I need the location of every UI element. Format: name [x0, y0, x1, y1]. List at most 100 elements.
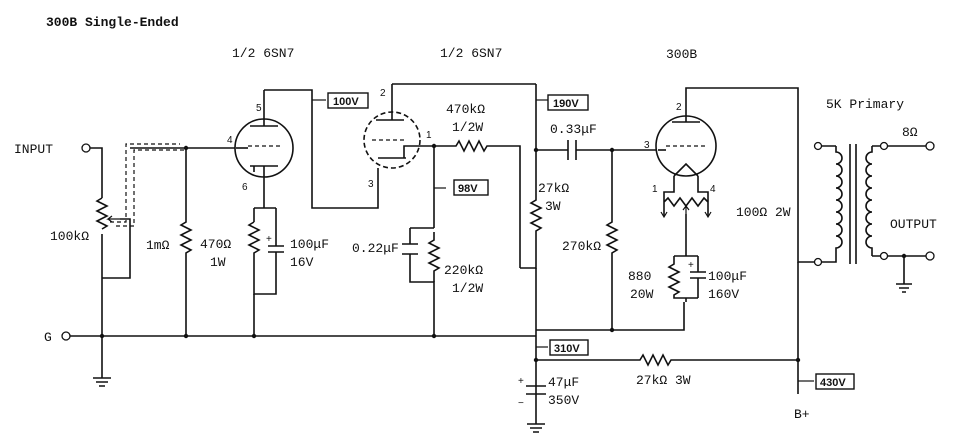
v2-res-value: 470kΩ — [446, 102, 485, 117]
shield-dash-2 — [116, 149, 186, 227]
pin-label: 3 — [368, 179, 374, 190]
drop-res-label: 27kΩ 3W — [636, 373, 691, 388]
filament-leads — [663, 176, 709, 202]
grid-leak-resistor — [605, 150, 619, 330]
v1-cathode-wiring — [253, 178, 277, 295]
voltage-v1-plate: 100V — [327, 92, 369, 109]
v2-cathode — [378, 145, 434, 159]
junction — [533, 147, 539, 153]
bplus-label: B+ — [794, 407, 810, 422]
ground-terminal[interactable] — [61, 331, 71, 341]
v3-filament — [673, 162, 699, 177]
grid-leak-label: 270kΩ — [562, 239, 601, 254]
pin-label: 5 — [256, 103, 262, 114]
cap-plus: + — [266, 234, 272, 245]
tube-v3 — [655, 115, 717, 177]
load-res-rating: 3W — [545, 199, 561, 214]
filament-arrows — [660, 211, 712, 219]
v3-cathode-rc — [667, 255, 706, 302]
pin-label: 1 — [652, 184, 658, 195]
pot-wiper-wire — [102, 218, 131, 279]
junction — [251, 333, 257, 339]
tube-v2-label: 1/2 6SN7 — [440, 46, 502, 61]
pin-label: 3 — [644, 140, 650, 151]
diagram-title: 300B Single-Ended — [46, 15, 179, 30]
v1-cath-cap-value: 100μF — [290, 237, 329, 252]
ground-symbol-2 — [527, 420, 545, 433]
voltage-v2-plate: 190V — [547, 94, 589, 111]
v1-cathode-cap — [268, 226, 284, 290]
svg-text:190V: 190V — [553, 98, 579, 110]
pin-label: 1 — [426, 130, 432, 141]
primary-terminal-top — [813, 141, 823, 151]
output-label: OUTPUT — [890, 217, 937, 232]
hum-pot-label: 100Ω 2W — [736, 205, 791, 220]
coupling-cap-label: 0.33μF — [550, 122, 597, 137]
grid-res-label: 1mΩ — [146, 238, 170, 253]
v1-cath-res-value: 470Ω — [200, 237, 231, 252]
load-resistor — [520, 84, 543, 269]
shield-dash-1 — [110, 143, 180, 223]
voltage-supply-high: 430V — [815, 373, 855, 390]
voltage-v2-cathode: 98V — [453, 179, 489, 196]
ground-rail — [70, 302, 685, 337]
speaker-impedance: 8Ω — [902, 125, 918, 140]
svg-text:430V: 430V — [820, 377, 846, 389]
v3-cath-cap-rating: 160V — [708, 287, 739, 302]
svg-text:100V: 100V — [333, 96, 359, 108]
transformer-label: 5K Primary — [826, 97, 904, 112]
input-terminal[interactable] — [81, 143, 91, 153]
v2-res-rating: 1/2W — [452, 120, 483, 135]
grid-resistor-1m — [179, 148, 193, 330]
svg-text:98V: 98V — [458, 183, 478, 195]
filter-cap — [526, 385, 546, 395]
v2-cathode-cap — [402, 243, 418, 255]
v2-plate — [376, 84, 404, 121]
v2-cath-cap-value: 0.22μF — [352, 241, 399, 256]
v1-plate — [250, 90, 278, 127]
voltage-supply-mid: 310V — [549, 339, 589, 356]
dropping-resistor — [536, 353, 798, 367]
v2-cath-res-value: 220kΩ — [444, 263, 483, 278]
pin-label: 2 — [380, 88, 386, 99]
tube-v3-label: 300B — [666, 47, 697, 62]
v1-cath-cap-rating: 16V — [290, 255, 314, 270]
secondary-winding — [865, 146, 873, 256]
v3-cath-res-value: 880 — [628, 269, 651, 284]
output-terminal-bottom[interactable] — [925, 251, 935, 261]
filter-cap-rating: 350V — [548, 393, 579, 408]
pot-wiper-arrow — [106, 215, 120, 223]
ground-symbol-3 — [896, 256, 912, 293]
output-terminal-top[interactable] — [925, 141, 935, 151]
secondary-tap-top — [879, 141, 889, 151]
secondary-tap-bottom — [879, 251, 889, 261]
v2-cath-res-rating: 1/2W — [452, 281, 483, 296]
junction — [609, 147, 615, 153]
cap-plus: + — [688, 260, 694, 271]
transformer-core — [849, 144, 857, 264]
pin-label: 4 — [710, 184, 716, 195]
cap-minus: − — [518, 398, 524, 409]
v3-cath-res-rating: 20W — [630, 287, 654, 302]
v2-cathode-wiring — [409, 146, 435, 336]
junction — [431, 333, 437, 339]
primary-terminal-bottom — [813, 257, 823, 267]
junction — [609, 327, 615, 333]
v1-plate-to-v2-grid — [264, 89, 379, 209]
v2-series-resistor — [434, 139, 521, 268]
pin-label: 2 — [676, 102, 682, 113]
cap-plus: + — [518, 376, 524, 387]
tube-v1-label: 1/2 6SN7 — [232, 46, 294, 61]
load-res-value: 27kΩ — [538, 181, 569, 196]
v1-cathode — [250, 165, 278, 178]
pot-label: 100kΩ — [50, 229, 89, 244]
secondary-leads — [872, 145, 926, 257]
v2-cathode-resistor — [427, 232, 441, 282]
junction — [183, 333, 189, 339]
v3-plate — [672, 87, 818, 263]
volume-pot — [95, 197, 109, 230]
junction — [901, 253, 907, 259]
pin-label: 6 — [242, 182, 248, 193]
v1-cath-res-rating: 1W — [210, 255, 226, 270]
